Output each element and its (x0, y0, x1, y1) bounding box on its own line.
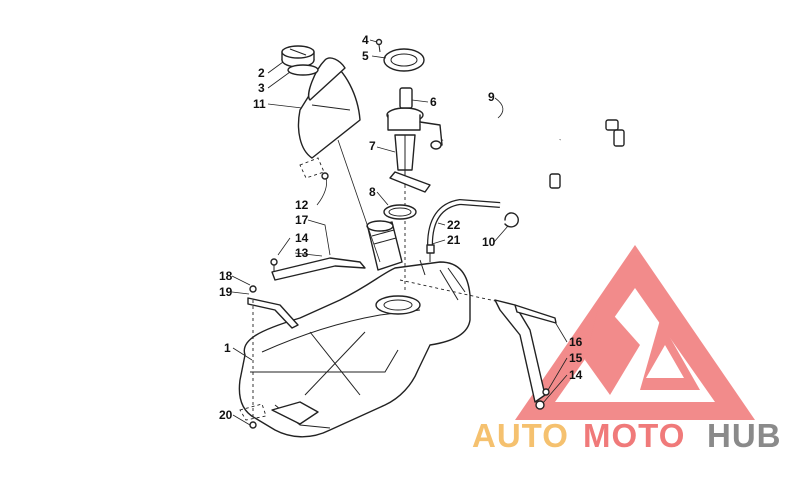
tank-strap-front (270, 257, 366, 281)
filler-bracket (297, 57, 381, 263)
callout-10: 10 (482, 235, 496, 249)
callout-6: 6 (430, 95, 437, 109)
filler-bracket-mount (299, 157, 329, 180)
tank-strap-right (399, 279, 557, 410)
tank-strap-left (239, 285, 299, 429)
callout-7: 7 (369, 139, 376, 153)
callout-22: 22 (447, 218, 461, 232)
hose-clamp (504, 212, 519, 228)
callout-14: 14 (295, 231, 309, 245)
pump-lock-ring (375, 38, 425, 72)
callout-18: 18 (219, 269, 233, 283)
o-ring (383, 204, 417, 220)
callout-5: 5 (362, 49, 369, 63)
callout-20: 20 (219, 408, 233, 422)
callout-17: 17 (295, 213, 309, 227)
filler-neck (366, 220, 403, 271)
leader-lines (231, 39, 568, 426)
callout-13: 13 (295, 246, 309, 260)
callout-19: 19 (219, 285, 233, 299)
fuel-pump (386, 87, 443, 290)
watermark-text: AUTO MOTO HUB (472, 417, 782, 454)
callout-16: 16 (569, 335, 583, 349)
watermark-hub: HUB (707, 417, 782, 454)
fuel-tank (238, 259, 471, 438)
callout-4: 4 (362, 33, 369, 47)
callout-21: 21 (447, 233, 461, 247)
watermark-auto: AUTO (472, 417, 569, 454)
vent-hose (426, 198, 501, 262)
callout-12: 12 (295, 198, 309, 212)
watermark-logo-icon (515, 245, 755, 420)
watermark-moto: MOTO (583, 417, 685, 454)
callout-8: 8 (369, 185, 376, 199)
fuel-line (442, 115, 625, 189)
callout-11: 11 (253, 97, 266, 111)
callout-14b: 14 (569, 368, 583, 382)
callout-15: 15 (569, 351, 583, 365)
callout-3: 3 (258, 81, 265, 95)
callout-9: 9 (488, 90, 495, 104)
fuel-cap (281, 45, 319, 76)
callout-2: 2 (258, 66, 265, 80)
callout-1: 1 (224, 341, 231, 355)
callout-labels: 1 2 3 4 5 6 7 8 9 10 11 12 13 14 15 16 1… (219, 33, 583, 422)
